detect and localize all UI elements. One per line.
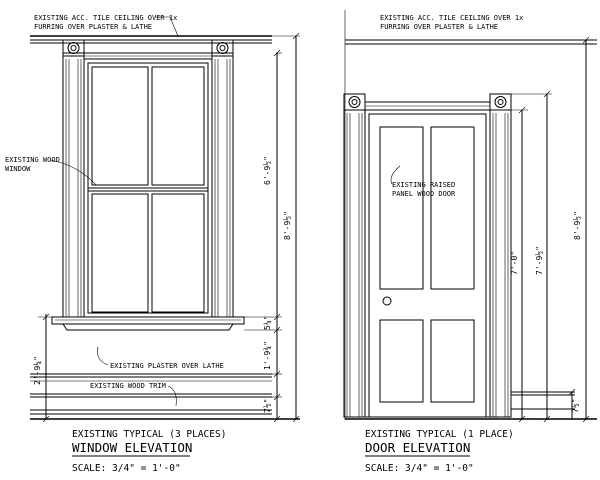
- window-title-block: EXISTING TYPICAL (3 PLACES) WINDOW ELEVA…: [72, 429, 226, 474]
- door-rosette-left: [343, 93, 366, 111]
- window-scale: SCALE: 3/4" = 1'-0": [72, 463, 181, 474]
- door-note-line2: PANEL WOOD DOOR: [392, 190, 456, 198]
- window-baseboard: [30, 409, 300, 420]
- door-ceiling-note-line2: FURRING OVER PLASTER & LATHE: [380, 23, 498, 31]
- door-elevation: EXISTING ACC. TILE CEILING OVER 1x FURRI…: [343, 10, 597, 474]
- window-rosette-left: [62, 39, 85, 57]
- dim-window-height: 6'-9½": [262, 156, 272, 185]
- dim-window-sill: 5¼": [263, 316, 272, 330]
- dim-window-base: 7½": [262, 399, 272, 413]
- door-knob: [382, 296, 392, 306]
- dim-door-height: 7'-0": [510, 251, 519, 275]
- window-plaster-note-text: EXISTING PLASTER OVER LATHE: [110, 362, 224, 370]
- window-trim-rail: [30, 373, 272, 398]
- door-note-line1: EXISTING RAISED: [392, 181, 455, 189]
- window-plaster-note: EXISTING PLASTER OVER LATHE: [97, 346, 224, 370]
- door-title-line1: EXISTING TYPICAL (1 PLACE): [365, 429, 514, 440]
- window-title-line1: EXISTING TYPICAL (3 PLACES): [72, 429, 226, 440]
- door-note: EXISTING RAISED PANEL WOOD DOOR: [390, 165, 456, 198]
- door-head-casing: [364, 101, 491, 111]
- dim-window-wall: 1'-9¾": [263, 341, 272, 370]
- door-ceiling-lines: [344, 10, 597, 420]
- dim-window-sill-height: 2'-9¼": [33, 356, 42, 385]
- dim-door-base: 7½": [570, 399, 580, 413]
- dim-window-overall: 8'-9½": [282, 211, 292, 240]
- door-ceiling-note: EXISTING ACC. TILE CEILING OVER 1x FURRI…: [380, 14, 523, 31]
- window-note-line1: EXISTING WOOD: [5, 156, 60, 164]
- window-head-casing: [83, 52, 213, 60]
- window-right-casing: [211, 52, 234, 318]
- window-title: WINDOW ELEVATION: [72, 440, 192, 455]
- door-left-casing: [343, 109, 366, 418]
- window-rosette-right: [211, 39, 234, 57]
- window-sill-height-dim: 2'-9¼": [33, 313, 56, 423]
- door-title: DOOR ELEVATION: [365, 440, 470, 455]
- door-baseboard: [345, 391, 597, 420]
- door-ceiling-note-line1: EXISTING ACC. TILE CEILING OVER 1x: [380, 14, 523, 22]
- window-sill: [51, 316, 245, 331]
- door-right-casing: [489, 109, 512, 418]
- window-left-casing: [62, 52, 85, 318]
- dim-door-trim-height: 7'-9½": [534, 246, 544, 275]
- window-elevation: EXISTING ACC. TILE CEILING OVER 1x FURRI…: [5, 14, 300, 474]
- window-sash: [83, 58, 213, 318]
- window-ceiling-note: EXISTING ACC. TILE CEILING OVER 1x FURRI…: [34, 14, 179, 37]
- window-dimensions: 6'-9½" 8'-9½" 5¼" 1'-9¾" 7½": [244, 32, 300, 423]
- window-note: EXISTING WOOD WINDOW: [5, 156, 97, 186]
- door-title-block: EXISTING TYPICAL (1 PLACE) DOOR ELEVATIO…: [365, 429, 514, 474]
- window-ceiling-note-line2: FURRING OVER PLASTER & LATHE: [34, 23, 152, 31]
- window-note-line2: WINDOW: [5, 165, 31, 173]
- window-trim-note-text: EXISTING WOOD TRIM: [90, 382, 166, 390]
- door-scale: SCALE: 3/4" = 1'-0": [365, 463, 474, 474]
- window-trim-note: EXISTING WOOD TRIM: [90, 382, 177, 407]
- dim-door-overall: 8'-9½": [572, 211, 582, 240]
- door-rosette-right: [489, 93, 512, 111]
- door-dimensions: 7'-0" 7'-9½" 8'-9½" 7½": [490, 36, 590, 423]
- window-ceiling-note-line1: EXISTING ACC. TILE CEILING OVER 1x: [34, 14, 177, 22]
- door-leaf: [364, 109, 491, 418]
